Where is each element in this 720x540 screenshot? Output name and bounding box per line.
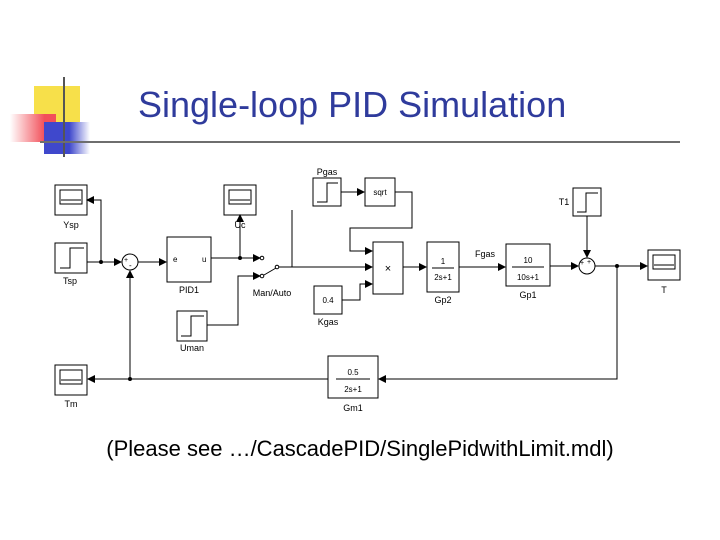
- error-sum-block[interactable]: + -: [121, 253, 139, 271]
- ysp-label: Ysp: [63, 220, 79, 230]
- t-scope-block[interactable]: T: [647, 249, 681, 295]
- gp2-denominator: 2s+1: [434, 273, 452, 282]
- t-label: T: [661, 285, 667, 295]
- svg-text:-: -: [129, 261, 132, 270]
- gm1-numerator: 0.5: [347, 368, 359, 377]
- uman-label: Uman: [180, 343, 204, 353]
- tm-scope-block[interactable]: Tm: [54, 364, 88, 409]
- fgas-signal-label: Fgas: [475, 249, 496, 259]
- pid-output-port: u: [202, 255, 206, 264]
- deco-blue-square: [44, 122, 90, 154]
- svg-text:+: +: [580, 260, 584, 267]
- svg-text:+: +: [124, 257, 128, 264]
- pid1-label: PID1: [179, 285, 199, 295]
- svg-text:+: +: [587, 259, 591, 266]
- gp2-transfer-fcn[interactable]: 1 2s+1 Gp2: [426, 241, 460, 305]
- product-symbol: ×: [385, 263, 391, 275]
- gp1-numerator: 10: [524, 256, 533, 265]
- gp1-denominator: 10s+1: [517, 273, 540, 282]
- gm1-transfer-fcn[interactable]: 0.5 2s+1 Gm1: [327, 355, 379, 413]
- ysp-scope-block[interactable]: Ysp: [54, 184, 88, 230]
- pgas-label: Pgas: [317, 167, 338, 177]
- gm1-denominator: 2s+1: [344, 385, 362, 394]
- title-divider: [40, 141, 680, 143]
- kgas-constant-block[interactable]: 0.4 Kgas: [313, 285, 343, 327]
- gp1-transfer-fcn[interactable]: 10 10s+1 Gp1: [505, 243, 551, 300]
- pgas-step-block[interactable]: Pgas: [312, 167, 342, 207]
- pid1-block[interactable]: e u PID1: [166, 236, 212, 295]
- man-auto-switch[interactable]: Man/Auto: [253, 255, 292, 298]
- pid-input-port: e: [173, 255, 178, 264]
- disturbance-sum-block[interactable]: + +: [578, 257, 596, 275]
- page-title: Single-loop PID Simulation: [138, 84, 567, 125]
- sqrt-block[interactable]: sqrt: [364, 177, 396, 207]
- gp2-label: Gp2: [434, 295, 451, 305]
- t1-label: T1: [559, 197, 570, 207]
- signal-wires: [86, 188, 648, 383]
- file-reference-caption: (Please see …/CascadePID/SinglePidwithLi…: [106, 436, 614, 461]
- uman-step-block[interactable]: Uman: [176, 310, 208, 353]
- tsp-label: Tsp: [63, 276, 77, 286]
- deco-vertical-line: [63, 77, 65, 157]
- tsp-step-block[interactable]: Tsp: [54, 242, 88, 286]
- gp2-numerator: 1: [441, 257, 446, 266]
- t1-step-block[interactable]: T1: [559, 187, 602, 217]
- product-block[interactable]: ×: [372, 241, 404, 295]
- gm1-label: Gm1: [343, 403, 363, 413]
- gp1-label: Gp1: [519, 290, 536, 300]
- wire-junctions: [99, 256, 619, 381]
- sqrt-label: sqrt: [373, 188, 387, 197]
- kgas-value: 0.4: [322, 296, 334, 305]
- tm-label: Tm: [65, 399, 78, 409]
- kgas-label: Kgas: [318, 317, 339, 327]
- man-auto-label: Man/Auto: [253, 288, 292, 298]
